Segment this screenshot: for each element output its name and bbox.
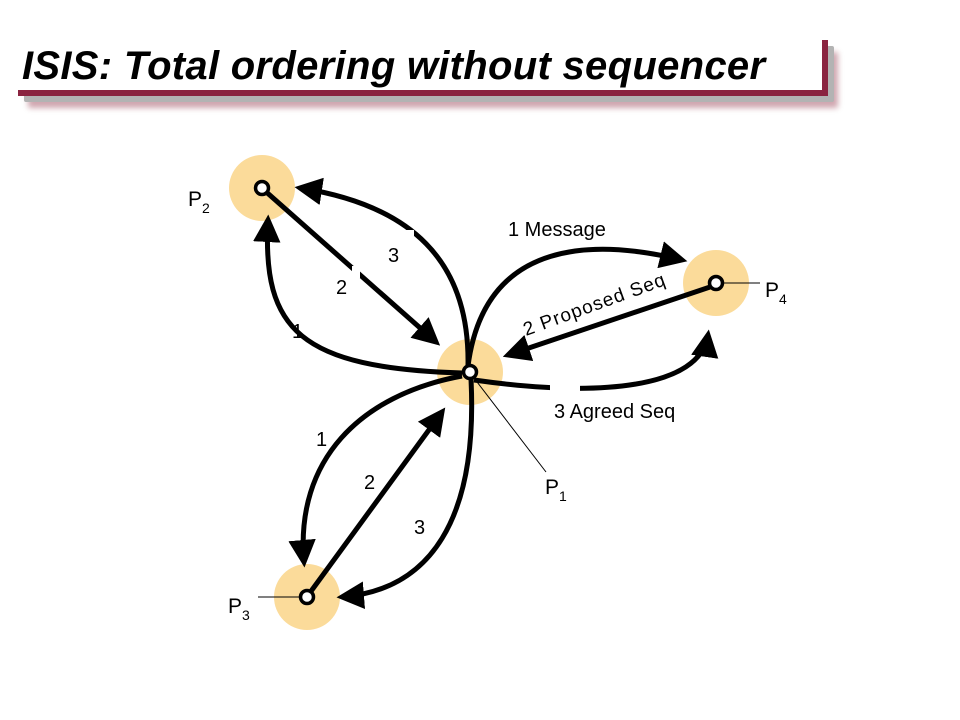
p2-arrow-1 xyxy=(253,214,463,376)
p1-label: P1 xyxy=(545,476,567,504)
p2-step-1: 1 xyxy=(292,321,303,343)
title-banner: ISIS: Total ordering without sequencer xyxy=(0,0,960,130)
p2-arrow-3 xyxy=(294,177,471,367)
title-bar xyxy=(18,40,828,96)
p2-arrow-2 xyxy=(262,188,441,346)
p3-step-1: 1 xyxy=(316,429,327,451)
p4-label: P4 xyxy=(765,279,787,307)
p2-node xyxy=(253,179,271,197)
label-gap-p2-3 xyxy=(406,230,414,242)
p4-step-3: 3 Agreed Seq xyxy=(554,401,675,423)
p2-step-2: 2 xyxy=(336,277,347,299)
p1-leader xyxy=(473,377,547,473)
page-title: ISIS: Total ordering without sequencer xyxy=(22,44,766,88)
p3-arrow-1 xyxy=(288,373,463,568)
p2-step-3: 3 xyxy=(388,245,399,267)
p3-arrow-3 xyxy=(336,378,475,609)
p4-step-1: 1 Message xyxy=(508,219,606,241)
label-gap-p4-3 xyxy=(550,383,580,393)
p1-node xyxy=(461,363,479,381)
p4-node xyxy=(707,274,725,292)
p3-label: P3 xyxy=(228,595,250,623)
p4-arrow-3 xyxy=(473,329,719,391)
p4-step-2: 2 Proposed Seq xyxy=(521,270,669,341)
p3-arrow-2 xyxy=(306,407,446,596)
label-gap-p2-2 xyxy=(352,266,360,278)
p4-arrow-1 xyxy=(465,241,688,367)
p4-arrow-2 xyxy=(502,282,717,362)
p3-step-2: 2 xyxy=(364,472,375,494)
p3-node xyxy=(298,588,316,606)
p3-step-3: 3 xyxy=(414,517,425,539)
p2-label: P2 xyxy=(188,188,210,216)
